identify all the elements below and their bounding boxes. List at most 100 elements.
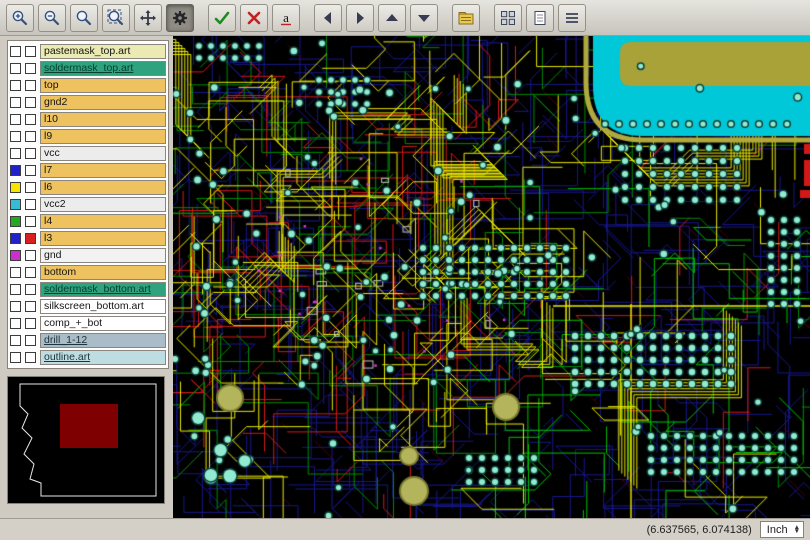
- move-down-button[interactable]: [410, 3, 438, 32]
- layer-name[interactable]: l4: [40, 214, 166, 229]
- unit-value: Inch: [766, 523, 788, 536]
- layer-name[interactable]: top: [40, 78, 166, 93]
- layer-name[interactable]: vcc: [40, 146, 166, 161]
- layer-name[interactable]: gnd: [40, 248, 166, 263]
- move-right-button[interactable]: [346, 3, 374, 32]
- layer-color-swatch[interactable]: [25, 352, 36, 363]
- layer-color-swatch[interactable]: [25, 267, 36, 278]
- unit-spinner: ▲ ▼: [793, 523, 801, 535]
- layer-name[interactable]: l3: [40, 231, 166, 246]
- layer-name[interactable]: soldermask_bottom.art: [40, 282, 166, 297]
- layer-name[interactable]: gnd2: [40, 95, 166, 110]
- layer-name[interactable]: outline.art: [40, 350, 166, 365]
- layer-color-swatch[interactable]: [25, 148, 36, 159]
- layer-color-swatch[interactable]: [25, 199, 36, 210]
- layer-row: l3: [10, 230, 166, 247]
- layer-color-swatch[interactable]: [25, 301, 36, 312]
- layer-visibility-checkbox[interactable]: [10, 301, 21, 312]
- layer-visibility-checkbox[interactable]: [10, 148, 21, 159]
- spinner-up-icon[interactable]: ▲: [793, 523, 800, 531]
- doc-icon: [531, 9, 549, 27]
- layer-name[interactable]: pastemask_top.art: [40, 44, 166, 59]
- layer-color-swatch[interactable]: [25, 335, 36, 346]
- layer-row: l7: [10, 162, 166, 179]
- layer-visibility-checkbox[interactable]: [10, 250, 21, 261]
- unit-select[interactable]: Inch ▲ ▼: [759, 521, 804, 538]
- layer-color-swatch[interactable]: [25, 114, 36, 125]
- board-overview-graphic: [19, 383, 157, 497]
- move-up-button[interactable]: [378, 3, 406, 32]
- grid-view-button[interactable]: [494, 3, 522, 32]
- cross-icon: [245, 9, 263, 27]
- layer-visibility-checkbox[interactable]: [10, 216, 21, 227]
- layer-visibility-checkbox[interactable]: [10, 165, 21, 176]
- apply-tool-button[interactable]: [208, 3, 236, 32]
- zoom-fit-button[interactable]: [102, 3, 130, 32]
- svg-text:a: a: [283, 10, 289, 25]
- layer-name[interactable]: l9: [40, 129, 166, 144]
- layer-row: vcc2: [10, 196, 166, 213]
- layer-visibility-checkbox[interactable]: [10, 284, 21, 295]
- layer-visibility-checkbox[interactable]: [10, 46, 21, 57]
- layer-color-swatch[interactable]: [25, 97, 36, 108]
- board-outline: [19, 383, 157, 497]
- layer-visibility-checkbox[interactable]: [10, 182, 21, 193]
- layer-color-swatch[interactable]: [25, 216, 36, 227]
- layer-name[interactable]: bottom: [40, 265, 166, 280]
- layer-color-swatch[interactable]: [25, 284, 36, 295]
- layer-visibility-checkbox[interactable]: [10, 97, 21, 108]
- toolbar-group: [6, 3, 194, 32]
- layer-visibility-checkbox[interactable]: [10, 63, 21, 74]
- layer-color-swatch[interactable]: [25, 318, 36, 329]
- layer-visibility-checkbox[interactable]: [10, 335, 21, 346]
- layer-color-swatch[interactable]: [25, 233, 36, 244]
- layer-row: soldermask_bottom.art: [10, 281, 166, 298]
- cursor-coordinates: (6.637565, 6.074138): [646, 523, 752, 536]
- zoom-out-button[interactable]: [38, 3, 66, 32]
- layer-name[interactable]: comp_+_bot: [40, 316, 166, 331]
- layer-row: l4: [10, 213, 166, 230]
- layer-color-swatch[interactable]: [25, 63, 36, 74]
- list-view-button[interactable]: [558, 3, 586, 32]
- layer-name[interactable]: l6: [40, 180, 166, 195]
- layer-name[interactable]: silkscreen_bottom.art: [40, 299, 166, 314]
- layer-color-swatch[interactable]: [25, 46, 36, 57]
- layers-file-button[interactable]: [452, 3, 480, 32]
- move-icon: [139, 9, 157, 27]
- layer-name[interactable]: drill_1-12: [40, 333, 166, 348]
- layer-color-swatch[interactable]: [25, 250, 36, 261]
- layer-visibility-checkbox[interactable]: [10, 352, 21, 363]
- clear-tool-button[interactable]: [240, 3, 268, 32]
- zoom-in-button[interactable]: [6, 3, 34, 32]
- layer-visibility-checkbox[interactable]: [10, 233, 21, 244]
- viewport-region[interactable]: [60, 404, 118, 448]
- settings-tool-button[interactable]: [166, 3, 194, 32]
- layer-color-swatch[interactable]: [25, 131, 36, 142]
- layer-visibility-checkbox[interactable]: [10, 114, 21, 125]
- move-left-button[interactable]: [314, 3, 342, 32]
- spinner-down-icon[interactable]: ▼: [793, 527, 800, 535]
- layer-visibility-checkbox[interactable]: [10, 80, 21, 91]
- toolbar-group: [494, 3, 586, 32]
- layer-name[interactable]: l10: [40, 112, 166, 127]
- zoom-window-button[interactable]: [70, 3, 98, 32]
- layer-name[interactable]: l7: [40, 163, 166, 178]
- report-view-button[interactable]: [526, 3, 554, 32]
- pcb-canvas[interactable]: [173, 36, 810, 518]
- arrow-down-icon: [415, 9, 433, 27]
- zoom-minus-icon: [43, 9, 61, 27]
- layer-visibility-checkbox[interactable]: [10, 199, 21, 210]
- board-overview-panel[interactable]: [7, 376, 165, 504]
- layer-name[interactable]: soldermask_top.art: [40, 61, 166, 76]
- layer-color-swatch[interactable]: [25, 165, 36, 176]
- layer-visibility-checkbox[interactable]: [10, 318, 21, 329]
- text-tool-button[interactable]: a: [272, 3, 300, 32]
- arrow-right-icon: [351, 9, 369, 27]
- layer-color-swatch[interactable]: [25, 80, 36, 91]
- pan-tool-button[interactable]: [134, 3, 162, 32]
- layer-visibility-checkbox[interactable]: [10, 131, 21, 142]
- layer-color-swatch[interactable]: [25, 182, 36, 193]
- layer-visibility-checkbox[interactable]: [10, 267, 21, 278]
- layer-name[interactable]: vcc2: [40, 197, 166, 212]
